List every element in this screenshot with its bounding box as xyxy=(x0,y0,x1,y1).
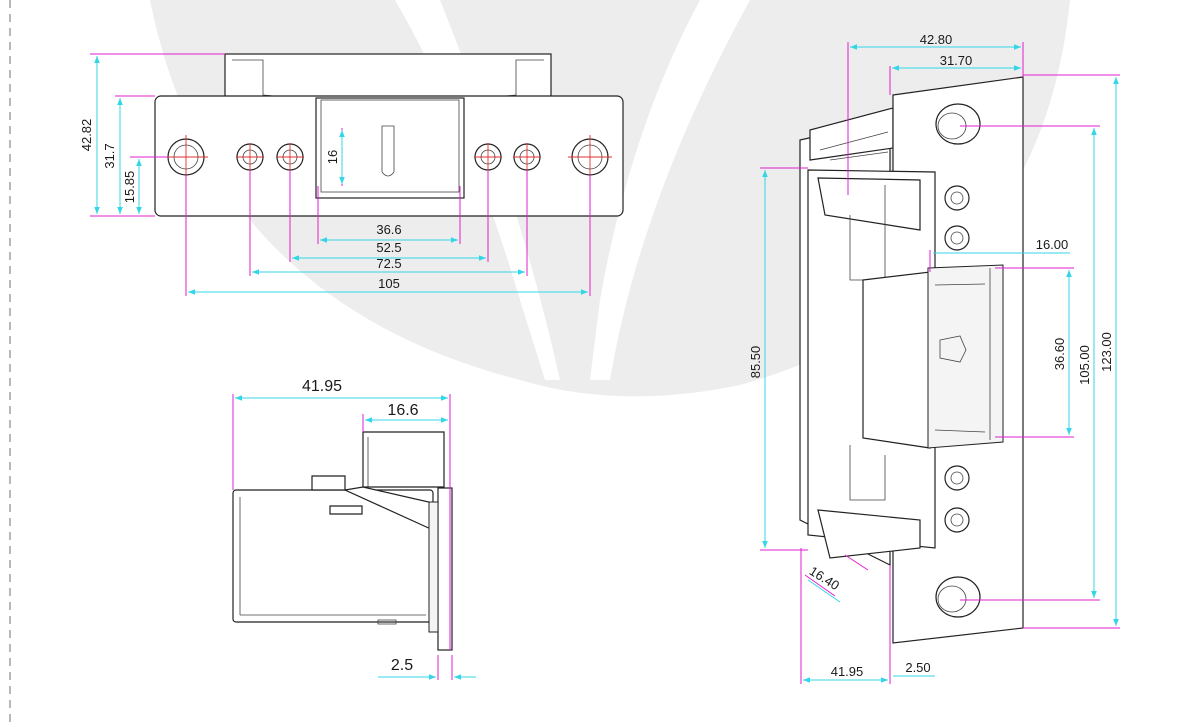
dim-iso-body-depth: 41.95 xyxy=(831,664,864,679)
dim-top-spacing-3: 72.5 xyxy=(376,256,401,271)
side-view: 41.95 16.6 2.5 xyxy=(232,378,476,680)
dim-top-height-overall: 42.82 xyxy=(79,119,94,152)
dim-top-keeper-depth: 16 xyxy=(325,150,340,164)
dim-top-spacing-1: 36.6 xyxy=(376,222,401,237)
top-view: 42.82 31.7 15.85 16 36.6 52.5 72.5 105 xyxy=(79,53,624,296)
dim-top-spacing-2: 52.5 xyxy=(376,240,401,255)
dim-iso-body-length: 85.50 xyxy=(748,346,763,379)
dim-iso-plate-thickness: 2.50 xyxy=(905,660,930,675)
dim-side-depth-keeper: 16.6 xyxy=(387,402,418,419)
dim-top-height-half: 15.85 xyxy=(122,171,137,204)
dim-top-spacing-4: 105 xyxy=(378,276,400,291)
dim-iso-plate-length: 123.00 xyxy=(1099,332,1114,372)
dim-side-plate-thickness: 2.5 xyxy=(391,657,413,674)
dim-iso-mount-spacing: 105.00 xyxy=(1077,345,1092,385)
dim-iso-width-body: 31.70 xyxy=(940,53,973,68)
dim-side-depth-overall: 41.95 xyxy=(302,378,342,395)
dim-top-height-plate: 31.7 xyxy=(102,143,117,168)
dim-iso-keeper-length: 36.60 xyxy=(1052,338,1067,371)
dim-iso-width-overall: 42.80 xyxy=(920,32,953,47)
dim-iso-keeper-width: 16.00 xyxy=(1036,237,1069,252)
iso-view: 42.80 31.70 16.00 36.60 105.00 123.00 85… xyxy=(748,32,1120,684)
